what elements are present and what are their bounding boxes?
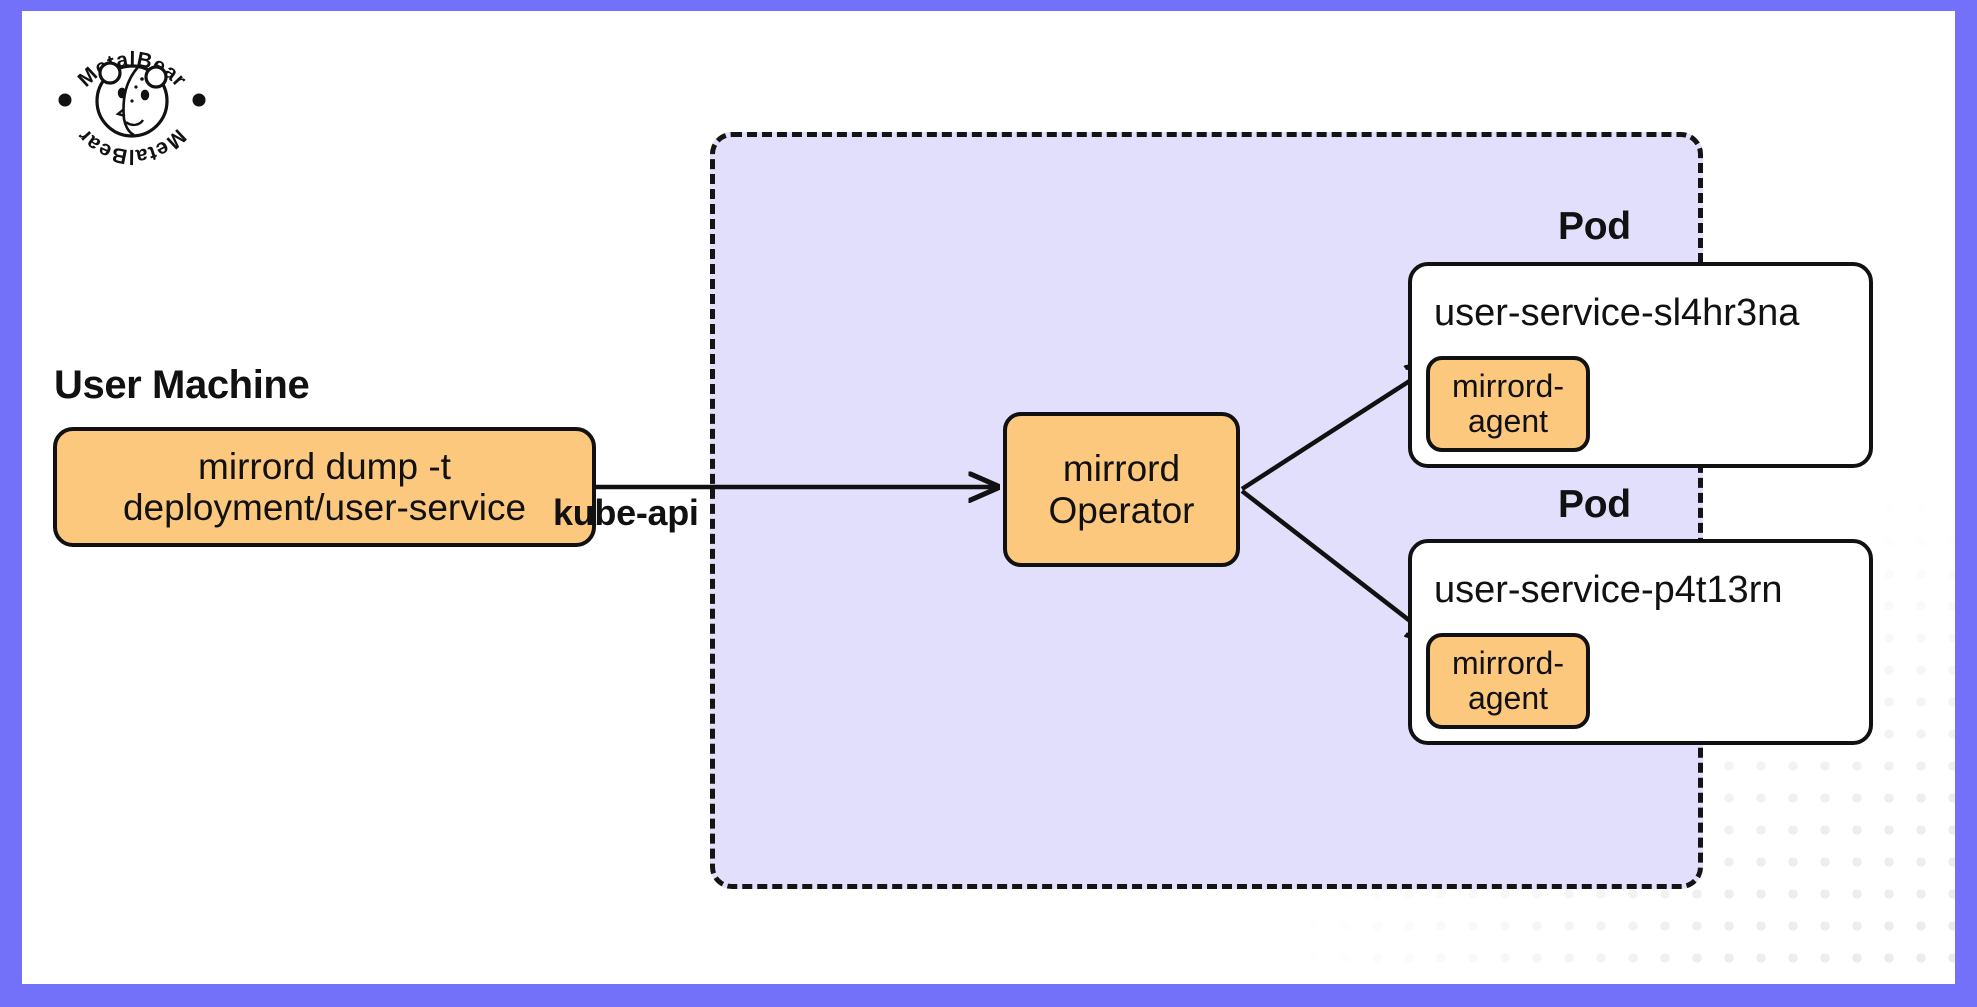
command-line-2: deployment/user-service (122, 487, 527, 528)
mirrord-operator-box[interactable]: mirrord Operator (1003, 412, 1240, 567)
pod-box-1[interactable]: user-service-sl4hr3na mirrord- agent (1408, 262, 1873, 468)
agent-1-line-2: agent (1467, 403, 1549, 439)
diagram-canvas: MetalBear MetalBear (22, 11, 1955, 984)
pod-label-1: Pod (1558, 205, 1631, 248)
agent-1-line-1: mirrord- (1452, 367, 1564, 404)
mirrord-agent-box-2[interactable]: mirrord- agent (1426, 633, 1590, 729)
agent-2-line-2: agent (1467, 680, 1549, 716)
pod-label-2: Pod (1558, 483, 1631, 526)
user-machine-heading: User Machine (54, 363, 310, 407)
operator-line-1: mirrord (1062, 448, 1181, 490)
mirrord-agent-box-1[interactable]: mirrord- agent (1426, 356, 1590, 452)
operator-line-2: Operator (1048, 489, 1195, 531)
command-box[interactable]: mirrord dump -t deployment/user-service (53, 427, 596, 547)
pod-box-2[interactable]: user-service-p4t13rn mirrord- agent (1408, 539, 1873, 745)
command-line-1: mirrord dump -t (198, 445, 451, 487)
metalbear-logo: MetalBear MetalBear (52, 23, 212, 178)
kube-api-edge-label: kube-api (553, 492, 699, 533)
pod-title-1: user-service-sl4hr3na (1434, 292, 1800, 334)
agent-2-line-1: mirrord- (1452, 644, 1564, 681)
pod-title-2: user-service-p4t13rn (1434, 569, 1783, 611)
